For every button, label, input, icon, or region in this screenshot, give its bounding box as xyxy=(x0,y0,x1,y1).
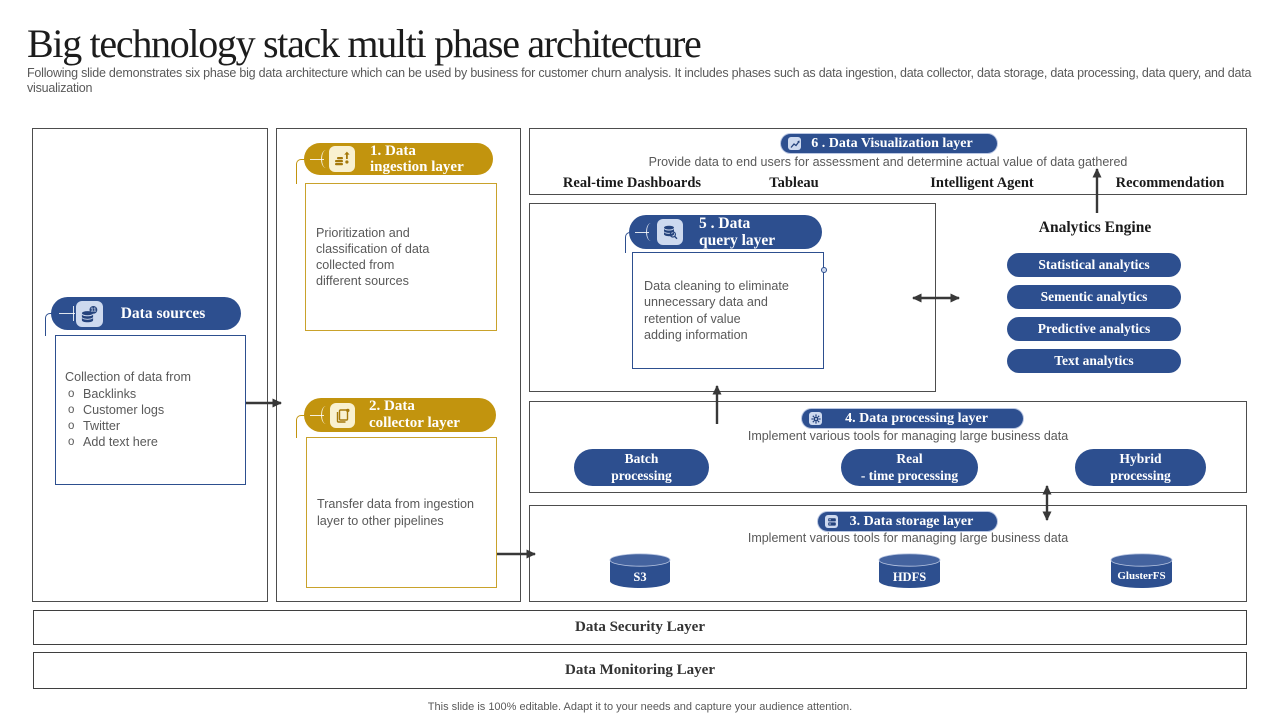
query-desc: Data cleaning to eliminate unnecessary d… xyxy=(644,279,789,342)
list-item-label: Backlinks xyxy=(83,386,137,401)
data-security-layer-label: Data Security Layer xyxy=(575,619,705,635)
collector-box[interactable]: Transfer data from ingestion layer to ot… xyxy=(306,437,497,588)
ingestion-desc: Prioritization and classification of dat… xyxy=(316,225,430,289)
analytics-engine-title: Analytics Engine xyxy=(1038,219,1152,236)
tool-tableau: Tableau xyxy=(769,175,819,191)
data-monitoring-layer-bar: Data Monitoring Layer xyxy=(33,652,1247,689)
collector-desc: Transfer data from ingestion layer to ot… xyxy=(317,497,475,528)
analytics-pill-sementic[interactable]: Sementic analytics xyxy=(1007,285,1181,309)
bullet-icon: o xyxy=(68,403,75,416)
data-sources-bracket xyxy=(45,313,52,336)
collector-bracket xyxy=(296,415,305,438)
footer-note: This slide is 100% editable. Adapt it to… xyxy=(427,701,853,713)
database-s3-label: S3 xyxy=(633,570,647,584)
visualization-pill-label: 6 . Data Visualization layer xyxy=(811,135,973,151)
bullet-icon: o xyxy=(68,420,75,433)
db-icon xyxy=(825,515,838,528)
node-real-time-processing[interactable]: Real- time processing xyxy=(841,449,978,486)
svg-text:11: 11 xyxy=(90,307,96,313)
analytics-pill-predictive[interactable]: Predictive analytics xyxy=(1007,317,1181,341)
query-box[interactable]: Data cleaning to eliminate unnecessary d… xyxy=(632,252,824,369)
database-s3[interactable]: S3 xyxy=(609,553,671,589)
list-item-label: Twitter xyxy=(83,419,121,434)
list-item: o Customer logs xyxy=(65,402,241,418)
tool-real-time-dashboards: Real-time Dashboards xyxy=(562,175,702,191)
processing-desc: Implement various tools for managing lar… xyxy=(747,429,1069,443)
list-item: o Twitter xyxy=(65,418,241,434)
chart-icon xyxy=(788,137,801,150)
processing-pill-label: 4. Data processing layer xyxy=(845,410,988,426)
pill-tick-line xyxy=(59,313,75,314)
list-item-label: Add text here xyxy=(83,435,158,450)
pill-tick-line xyxy=(310,159,324,160)
database-hdfs-label: HDFS xyxy=(892,570,927,584)
database-glusterfs[interactable]: GlusterFS xyxy=(1110,553,1173,589)
ingest-icon xyxy=(329,146,355,172)
pill-tick-line xyxy=(635,232,649,233)
bullet-icon: o xyxy=(68,387,75,400)
pill-tick xyxy=(73,306,74,321)
collect-icon xyxy=(330,402,355,428)
pill-arc xyxy=(646,223,656,241)
bullet-icon: o xyxy=(68,436,75,449)
page-subtitle: Following slide demonstrates six phase b… xyxy=(27,66,1252,95)
visualization-desc: Provide data to end users for assessment… xyxy=(648,155,1128,169)
pill-tick-line xyxy=(310,415,324,416)
analytics-pill-text[interactable]: Text analytics xyxy=(1007,349,1181,373)
storage-pill[interactable]: 3. Data storage layer xyxy=(818,512,997,531)
data-monitoring-layer-label: Data Monitoring Layer xyxy=(565,662,715,678)
list-item: o Backlinks xyxy=(65,386,241,402)
storage-pill-label: 3. Data storage layer xyxy=(849,513,974,529)
visualization-pill[interactable]: 6 . Data Visualization layer xyxy=(781,134,997,153)
data-sources-pill[interactable]: 11 Data sources xyxy=(51,297,241,330)
gear-icon xyxy=(809,412,822,425)
db-search-icon xyxy=(657,219,683,245)
ingestion-box[interactable]: Prioritization and classification of dat… xyxy=(305,183,497,331)
processing-pill[interactable]: 4. Data processing layer xyxy=(802,409,1023,428)
coins-icon: 11 xyxy=(76,300,103,327)
data-sources-pill-label: Data sources xyxy=(120,304,206,322)
analytics-pill-statistical[interactable]: Statistical analytics xyxy=(1007,253,1181,277)
database-hdfs[interactable]: HDFS xyxy=(878,553,941,589)
connector-handle-dot xyxy=(821,267,827,273)
list-item: o Add text here xyxy=(65,434,241,450)
data-sources-intro: Collection of data from xyxy=(65,370,191,385)
tool-recommendation: Recommendation xyxy=(1115,175,1225,191)
data-security-layer-bar: Data Security Layer xyxy=(33,610,1247,645)
ingestion-bracket xyxy=(296,159,305,184)
pill-arc xyxy=(321,150,331,168)
pill-arc xyxy=(321,406,331,424)
tool-intelligent-agent: Intelligent Agent xyxy=(930,175,1034,191)
storage-desc: Implement various tools for managing lar… xyxy=(747,531,1069,545)
database-glusterfs-label: GlusterFS xyxy=(1117,570,1166,582)
page-title: Big technology stack multi phase archite… xyxy=(27,21,702,66)
list-item-label: Customer logs xyxy=(83,402,165,417)
